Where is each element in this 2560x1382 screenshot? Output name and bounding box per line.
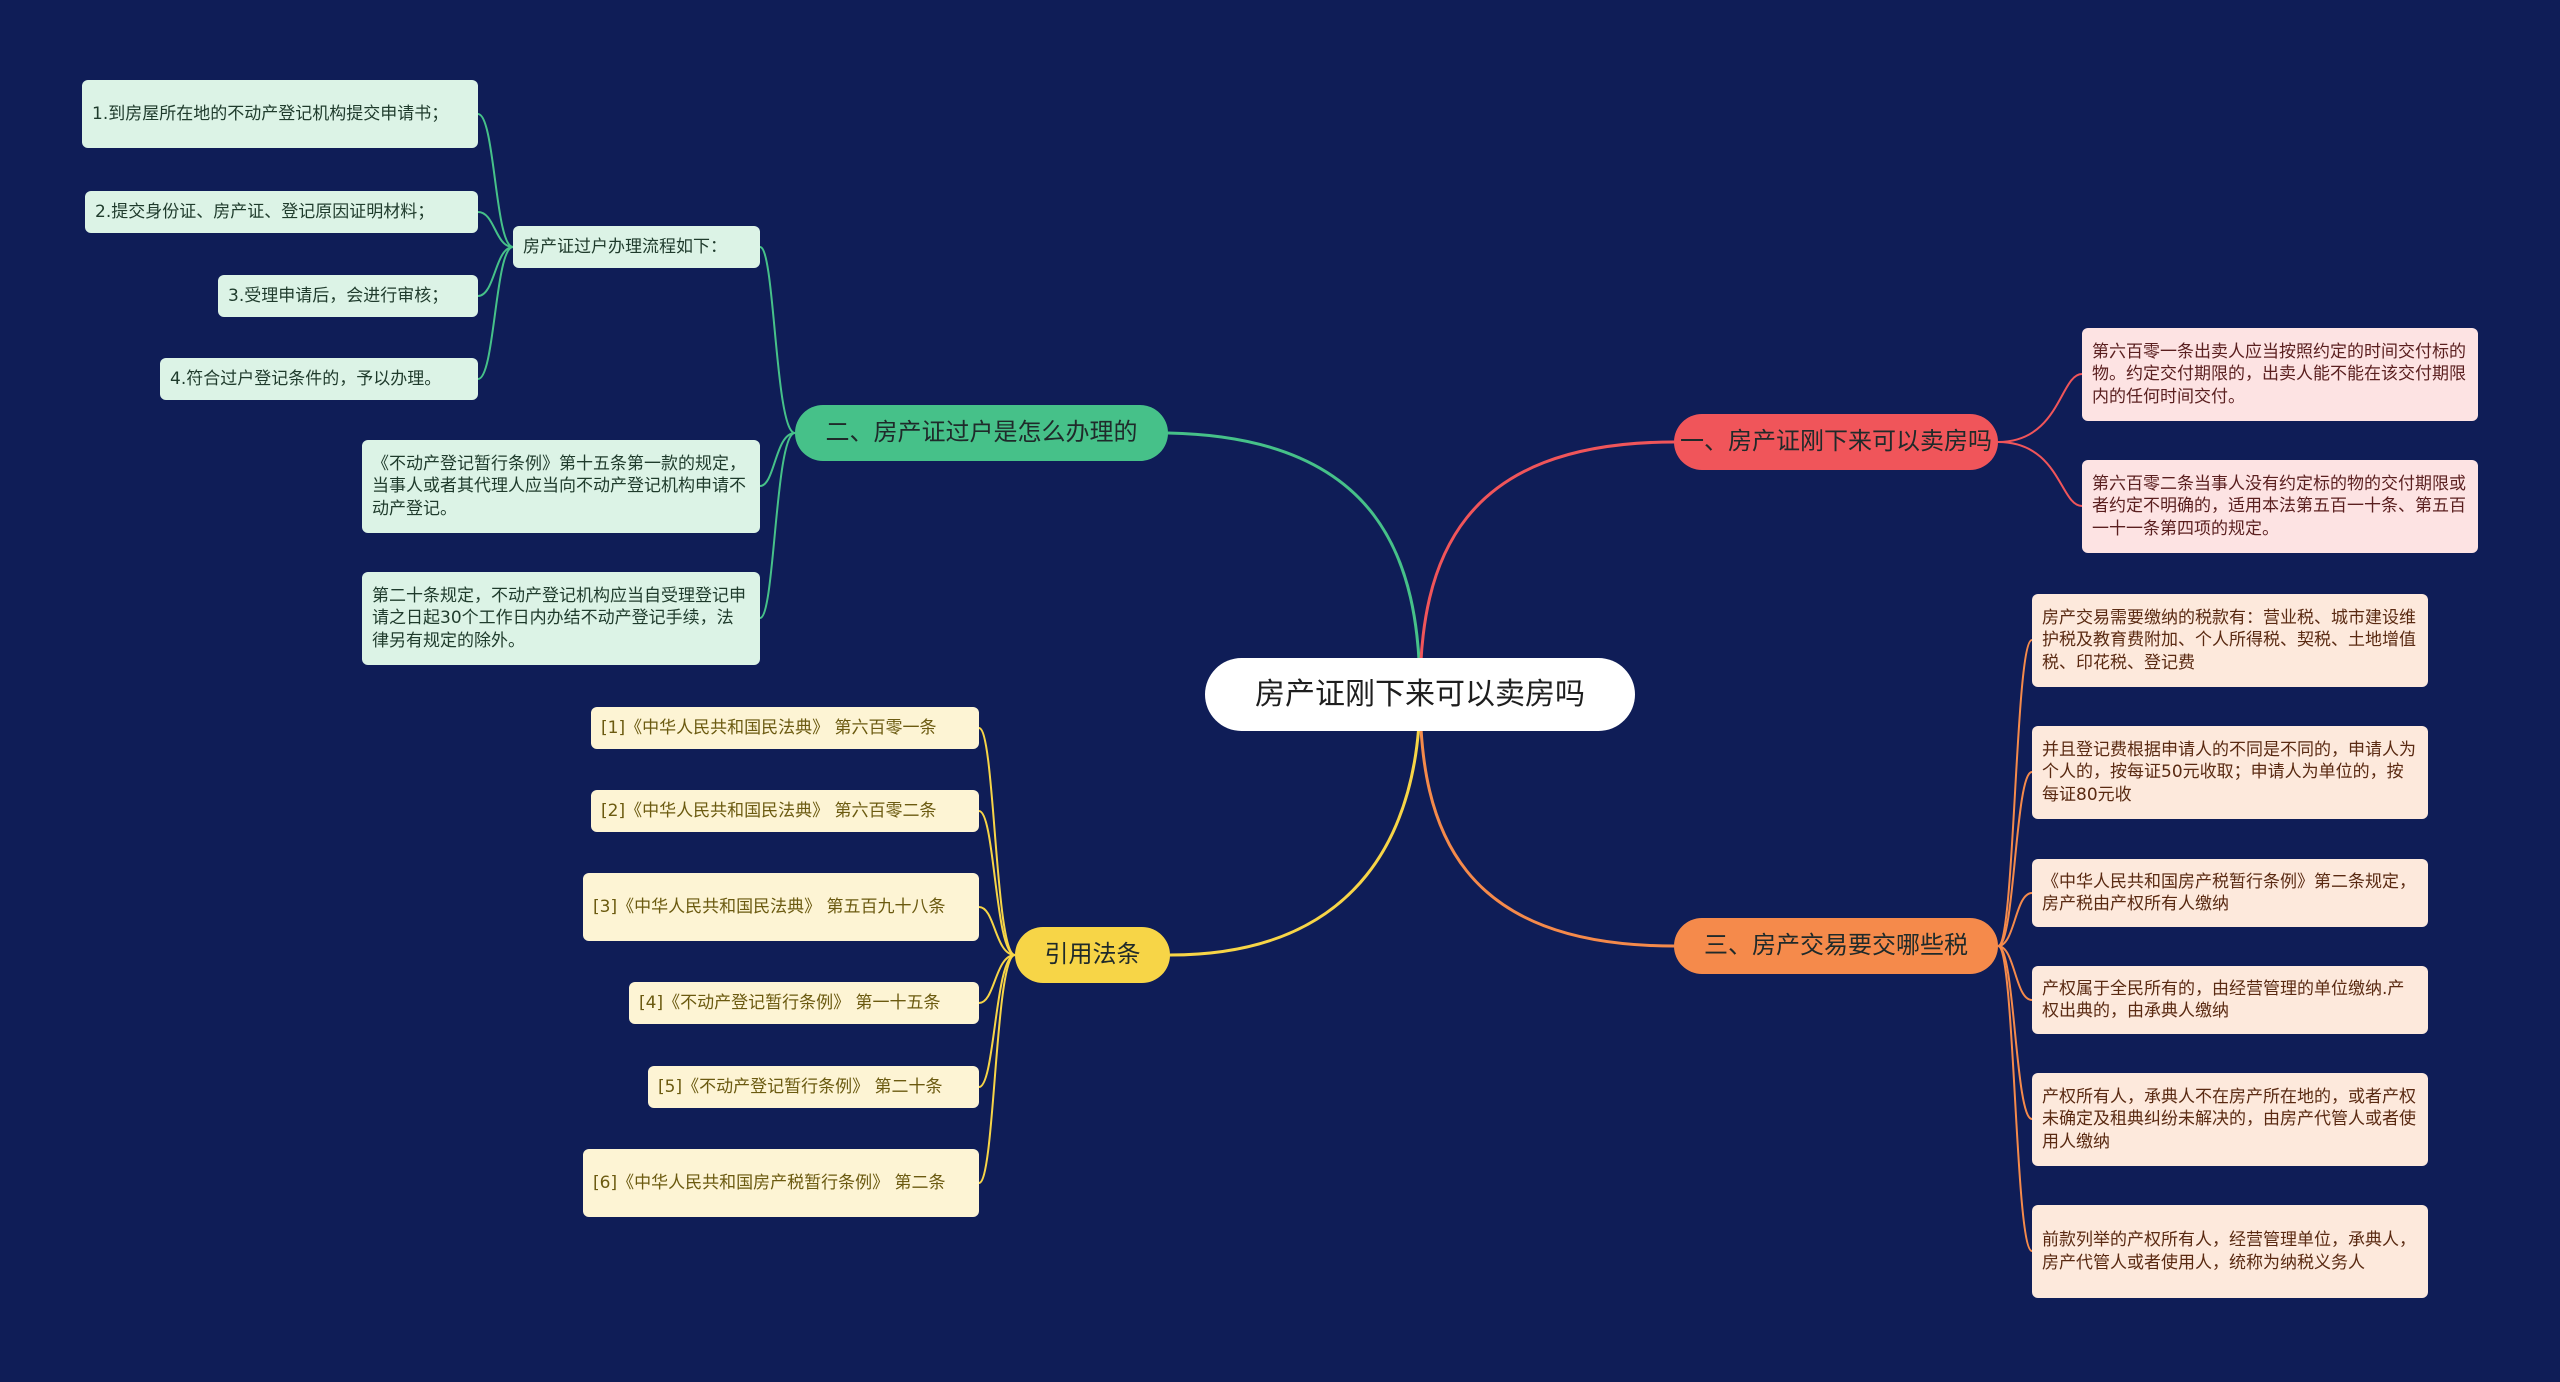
citation-leaf-3[interactable]: [3]《中华人民共和国民法典》 第五百九十八条 (583, 873, 979, 941)
link-transfer-regulation-1 (759, 432, 796, 487)
link-process-step-1 (477, 113, 514, 248)
link-root-can-sell (1418, 440, 1676, 696)
link-process-step-4 (477, 246, 514, 380)
link-citations-leaf-6 (978, 954, 1016, 1184)
link-citations-leaf-4 (978, 954, 1016, 1004)
branch-node-citations[interactable]: 引用法条 (1015, 927, 1170, 983)
regulation-leaf-1[interactable]: 《不动产登记暂行条例》第十五条第一款的规定，当事人或者其代理人应当向不动产登记机… (362, 440, 760, 533)
step-leaf-1[interactable]: 1.到房屋所在地的不动产登记机构提交申请书； (82, 80, 478, 148)
link-citations-leaf-2 (978, 810, 1016, 956)
link-root-transfer (1166, 431, 1422, 696)
link-taxes-leaf-1 (1997, 639, 2033, 947)
registration-fee-leaf[interactable]: 并且登记费根据申请人的不同是不同的，申请人为个人的，按每证50元收取；申请人为单… (2032, 726, 2428, 819)
link-transfer-process (759, 246, 796, 434)
civil-code-601-leaf[interactable]: 第六百零一条出卖人应当按照约定的时间交付标的物。约定交付期限的，出卖人能不能在该… (2082, 328, 2478, 421)
citation-leaf-2[interactable]: [2]《中华人民共和国民法典》 第六百零二条 (591, 790, 979, 832)
link-root-citations (1168, 692, 1422, 957)
property-tax-regulation-leaf[interactable]: 《中华人民共和国房产税暂行条例》第二条规定，房产税由产权所有人缴纳 (2032, 859, 2428, 927)
link-process-step-3 (477, 246, 514, 297)
link-citations-leaf-3 (978, 906, 1016, 956)
civil-code-602-leaf[interactable]: 第六百零二条当事人没有约定标的物的交付期限或者约定不明确的，适用本法第五百一十条… (2082, 460, 2478, 553)
branch-node-transfer-process[interactable]: 二、房产证过户是怎么办理的 (795, 405, 1168, 461)
link-taxes-leaf-6 (1997, 945, 2033, 1252)
citation-leaf-5[interactable]: [5]《不动产登记暂行条例》 第二十条 (648, 1066, 979, 1108)
citation-leaf-1[interactable]: [1]《中华人民共和国民法典》 第六百零一条 (591, 707, 979, 749)
link-process-step-2 (477, 211, 514, 248)
absent-owner-leaf[interactable]: 产权所有人，承典人不在房产所在地的，或者产权未确定及租典纠纷未解决的，由房产代管… (2032, 1073, 2428, 1166)
branch-node-taxes[interactable]: 三、房产交易要交哪些税 (1674, 918, 1998, 974)
link-can-sell-leaf-2 (1997, 441, 2083, 507)
link-taxes-leaf-3 (1997, 892, 2033, 947)
step-leaf-2[interactable]: 2.提交身份证、房产证、登记原因证明材料； (85, 191, 478, 233)
link-citations-leaf-1 (978, 727, 1016, 956)
root-node[interactable]: 房产证刚下来可以卖房吗 (1205, 658, 1635, 731)
link-can-sell-leaf-1 (1997, 373, 2083, 443)
taxpayer-definition-leaf[interactable]: 前款列举的产权所有人，经营管理单位，承典人，房产代管人或者使用人，统称为纳税义务… (2032, 1205, 2428, 1298)
state-owned-property-leaf[interactable]: 产权属于全民所有的，由经营管理的单位缴纳.产权出典的，由承典人缴纳 (2032, 966, 2428, 1034)
link-taxes-leaf-4 (1997, 945, 2033, 1001)
link-taxes-leaf-5 (1997, 945, 2033, 1120)
link-root-taxes (1418, 692, 1676, 948)
tax-list-leaf[interactable]: 房产交易需要缴纳的税款有：营业税、城市建设维护税及教育费附加、个人所得税、契税、… (2032, 594, 2428, 687)
citation-leaf-6[interactable]: [6]《中华人民共和国房产税暂行条例》 第二条 (583, 1149, 979, 1217)
link-citations-leaf-5 (978, 954, 1016, 1088)
link-taxes-leaf-2 (1997, 771, 2033, 947)
regulation-leaf-2[interactable]: 第二十条规定，不动产登记机构应当自受理登记申请之日起30个工作日内办结不动产登记… (362, 572, 760, 665)
step-leaf-3[interactable]: 3.受理申请后，会进行审核； (218, 275, 478, 317)
process-steps-node[interactable]: 房产证过户办理流程如下： (513, 226, 760, 268)
citation-leaf-4[interactable]: [4]《不动产登记暂行条例》 第一十五条 (629, 982, 979, 1024)
step-leaf-4[interactable]: 4.符合过户登记条件的，予以办理。 (160, 358, 478, 400)
link-transfer-regulation-2 (759, 432, 796, 619)
branch-node-can-sell[interactable]: 一、房产证刚下来可以卖房吗 (1674, 414, 1998, 470)
